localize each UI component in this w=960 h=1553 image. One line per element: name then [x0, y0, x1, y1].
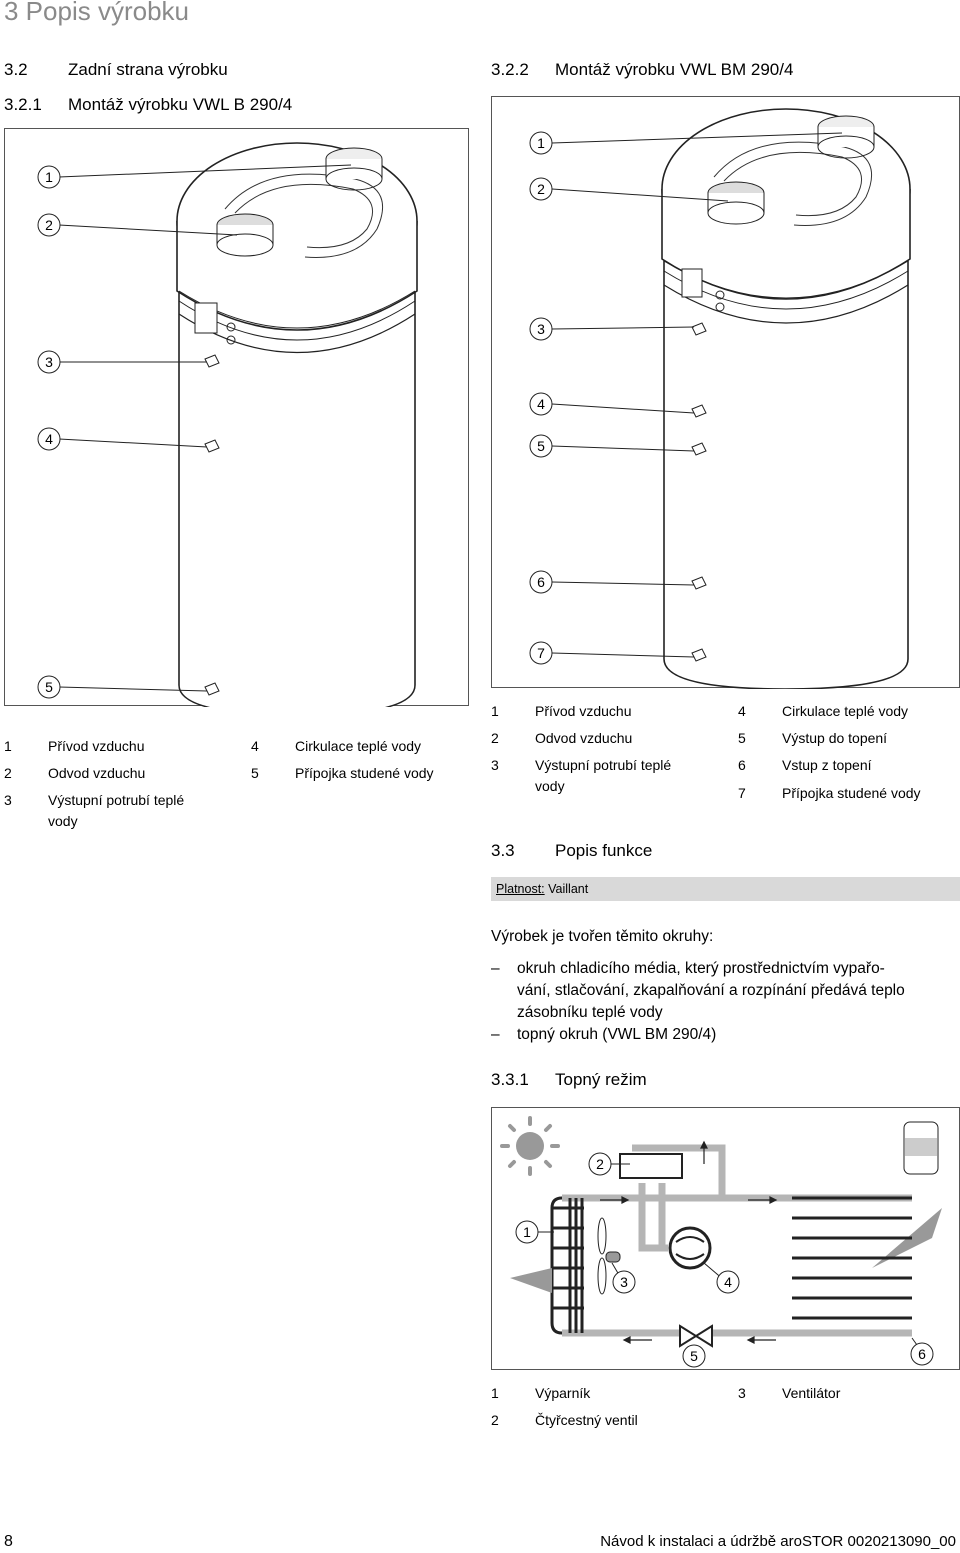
callout-label: 4: [537, 396, 545, 412]
legend-text: Čtyřcestný ventil: [535, 1412, 638, 1428]
sun-icon: [500, 1116, 560, 1176]
validity-value: Vaillant: [548, 882, 589, 896]
legend-text: Přípojka studené vody: [782, 785, 921, 801]
compressor-icon: [668, 1226, 712, 1270]
legend-number: 7: [738, 785, 746, 801]
callout-label: 6: [537, 574, 545, 590]
legend-text: Cirkulace teplé vody: [782, 703, 909, 719]
intro-text: Výrobek je tvořen těmito okruhy:: [491, 928, 714, 945]
section-number: 3.3: [491, 841, 515, 860]
legend-number: 3: [491, 757, 499, 773]
evaporator-coil: [550, 1196, 584, 1335]
section-title: Montáž výrobku VWL B 290/4: [68, 95, 293, 114]
legend-text-cont: vody: [48, 813, 78, 829]
legend-number: 2: [491, 730, 499, 746]
bullet-dash: –: [491, 960, 500, 977]
legend-text: Výstupní potrubí teplé: [48, 792, 185, 808]
legend-text: Výstup do topení: [782, 730, 888, 746]
callout-label: 5: [45, 679, 53, 695]
validity-bar: Platnost: Vaillant: [491, 877, 960, 901]
bullet-line: zásobníku teplé vody: [517, 1004, 663, 1021]
four-way-valve-icon: [619, 1153, 683, 1179]
legend-text: Cirkulace teplé vody: [295, 738, 422, 754]
bullet-item: – topný okruh (VWL BM 290/4): [491, 1024, 960, 1046]
bullet-item: – okruh chladicího média, který prostřed…: [491, 958, 960, 1024]
section-3-2-2-heading: 3.2.2 Montáž výrobku VWL BM 290/4: [491, 60, 793, 80]
legend-number: 3: [738, 1385, 746, 1401]
legend-text: Přípojka studené vody: [295, 765, 434, 781]
legend-text: Vstup z topení: [782, 757, 872, 773]
legend-number: 2: [4, 765, 12, 781]
legend-text-cont: vody: [535, 778, 565, 794]
legend-left: 1 Přívod vzduchu 2 Odvod vzduchu 3 Výstupní…: [4, 733, 469, 843]
bullet-line: topný okruh (VWL BM 290/4): [517, 1026, 717, 1043]
legend-text: Výstupní potrubí teplé: [535, 757, 672, 773]
section-number: 3.2.1: [4, 95, 42, 114]
callout-label: 7: [537, 645, 545, 661]
callout-label: 4: [45, 431, 53, 447]
callout-label: 3: [537, 321, 545, 337]
callout-label: 2: [45, 217, 53, 233]
fan-icon: [597, 1217, 621, 1295]
legend-number: 1: [4, 738, 12, 754]
figure-vwl-b: 1 2 3 4 5: [4, 128, 469, 707]
legend-number: 1: [491, 703, 499, 719]
legend-number: 6: [738, 757, 746, 773]
section-3-3-1-heading: 3.3.1 Topný režim: [491, 1070, 647, 1090]
legend-text: Ventilátor: [782, 1385, 841, 1401]
legend-number: 3: [4, 792, 12, 808]
bullet-dash: –: [491, 1026, 500, 1043]
callout-label: 5: [690, 1348, 698, 1364]
bullet-line: vání, stlačování, zkapalňování a rozpíná…: [517, 982, 905, 999]
legend-number: 1: [491, 1385, 499, 1401]
section-title: Montáž výrobku VWL BM 290/4: [555, 60, 794, 79]
section-3-2-1-heading: 3.2.1 Montáž výrobku VWL B 290/4: [4, 95, 292, 115]
footer-text: Návod k instalaci a údržbě aroSTOR 00202…: [600, 1533, 956, 1550]
section-title: Topný režim: [555, 1070, 647, 1089]
legend-number: 5: [738, 730, 746, 746]
tank-illustration-right: 1 2 3 4 5 6 7: [529, 108, 911, 689]
section-number: 3.2.2: [491, 60, 529, 79]
callout-label: 1: [523, 1224, 531, 1240]
callout-label: 1: [45, 169, 53, 185]
expansion-valve-icon: [679, 1324, 713, 1348]
legend-text: Výparník: [535, 1385, 591, 1401]
legend-text: Odvod vzduchu: [535, 730, 633, 746]
tank-illustration-left: 1 2 3 4 5: [37, 142, 418, 707]
callout-label: 3: [620, 1274, 628, 1290]
callout-label: 4: [724, 1274, 732, 1290]
callout-label: 2: [537, 181, 545, 197]
legend-number: 4: [738, 703, 746, 719]
validity-label: Platnost:: [496, 882, 545, 896]
callout-label: 2: [596, 1156, 604, 1172]
heating-cycle-diagram: 1 2 3 4 5 6: [500, 1116, 942, 1368]
bullet-line: okruh chladicího média, který prostředni…: [517, 960, 885, 977]
legend-text: Přívod vzduchu: [48, 738, 145, 754]
section-number: 3.2: [4, 60, 28, 79]
legend-text: Přívod vzduchu: [535, 703, 632, 719]
callout-label: 6: [918, 1346, 926, 1362]
callout-label: 3: [45, 354, 53, 370]
callout-label: 5: [537, 438, 545, 454]
legend-number: 4: [251, 738, 259, 754]
section-title: Zadní strana výrobku: [68, 60, 228, 79]
page-number: 8: [4, 1533, 13, 1550]
figure-vwl-bm: 1 2 3 4 5 6 7: [491, 96, 960, 689]
legend-right: 1 Přívod vzduchu 2 Odvod vzduchu 3 Výstupní…: [491, 698, 960, 808]
callout-label: 1: [537, 135, 545, 151]
legend-number: 5: [251, 765, 259, 781]
section-title: Popis funkce: [555, 841, 653, 860]
figure-heating-cycle: 1 2 3 4 5 6: [491, 1107, 960, 1370]
chapter-title: 3 Popis výrobku: [4, 0, 189, 26]
section-3-2-heading: 3.2 Zadní strana výrobku: [4, 60, 228, 80]
legend-text: Odvod vzduchu: [48, 765, 146, 781]
section-3-3-heading: 3.3 Popis funkce: [491, 841, 652, 861]
tank-icon: [903, 1121, 939, 1175]
section-number: 3.3.1: [491, 1070, 529, 1089]
legend-number: 2: [491, 1412, 499, 1428]
legend-cycle: 1 Výparník 2 Čtyřcestný ventil 3 Ventilátor: [491, 1380, 960, 1440]
